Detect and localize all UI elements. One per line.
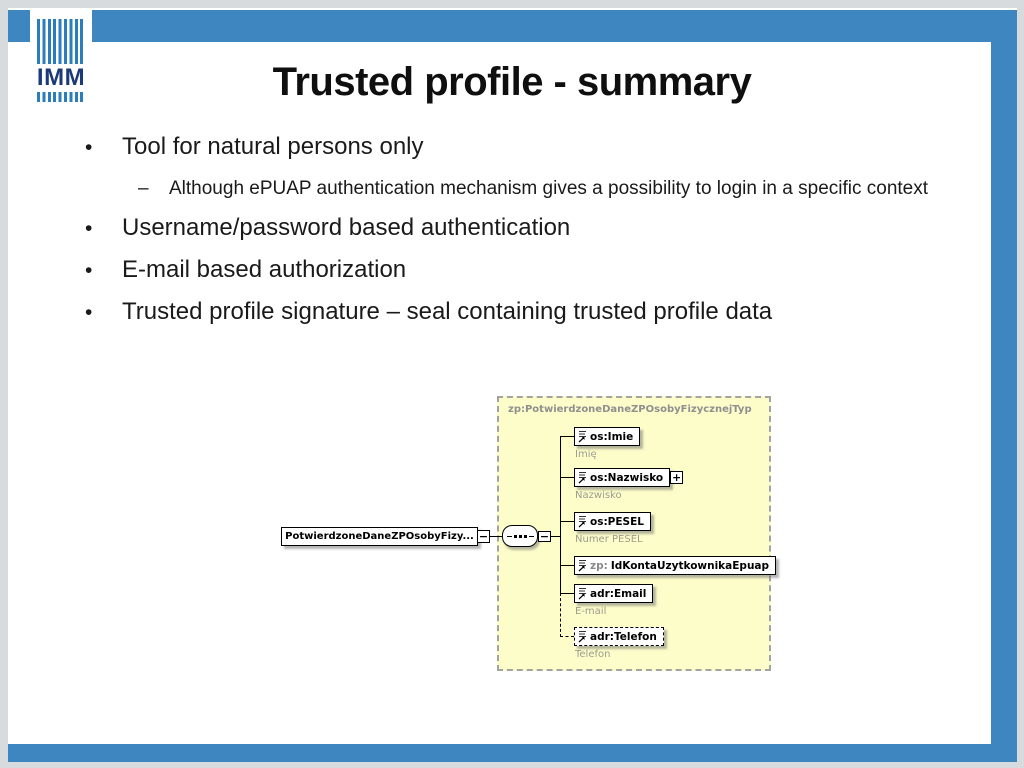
element-label: os:PESEL: [590, 515, 644, 528]
element-box-pesel: os:PESEL: [574, 512, 651, 531]
connector-line: [551, 536, 560, 537]
connector-stub-dashed: [560, 636, 574, 637]
connector-trunk: [560, 436, 561, 593]
sub-bullet-text: Although ePUAP authentication mechanism …: [169, 178, 929, 199]
sequence-dot: [513, 534, 517, 538]
sequence-indicator-icon: [502, 525, 538, 547]
element-label: adr:Email: [590, 587, 647, 600]
bullet-marker-icon: •: [85, 259, 93, 282]
expand-handle-icon: +: [670, 471, 684, 484]
sequence-line: [506, 535, 512, 537]
element-label: os:Nazwisko: [590, 471, 664, 484]
connector-stub: [560, 477, 574, 478]
page-title: Trusted profile - summary: [272, 60, 752, 104]
bottom-border-bar: [8, 744, 1017, 762]
element-annotation: Telefon: [575, 649, 611, 660]
bullet-text: E-mail based authorization: [122, 256, 407, 283]
element-box-email: adr:Email: [574, 584, 654, 603]
element-icon: [578, 431, 586, 443]
bullet-item: • Tool for natural persons only: [85, 133, 980, 162]
right-border-bar: [991, 10, 1017, 762]
logo-stripes-top-icon: [37, 19, 85, 64]
sequence-dot: [523, 534, 527, 538]
dash-marker-icon: –: [138, 178, 149, 199]
element-label: os:Imie: [590, 430, 634, 443]
connector-stub: [560, 593, 574, 594]
bullet-item: • Username/password based authentication: [85, 214, 980, 243]
type-container-label: zp:PotwierdzoneDaneZPOsobyFizycznejTyp: [508, 404, 752, 415]
sub-bullet-item: – Although ePUAP authentication mechanis…: [138, 175, 980, 202]
connector-stub: [560, 436, 574, 437]
bullet-list: • Tool for natural persons only – Althou…: [85, 133, 980, 340]
bullet-item: • Trusted profile signature – seal conta…: [85, 298, 980, 327]
top-border-bar: [8, 10, 1017, 42]
element-icon: [578, 560, 586, 572]
element-box-imie: os:Imie: [574, 427, 641, 446]
connector-stub: [560, 565, 574, 566]
connector-stub: [560, 521, 574, 522]
element-box-nazwisko: os:Nazwisko +: [574, 468, 684, 487]
sequence-dot: [518, 534, 522, 538]
element-icon: [578, 472, 586, 484]
root-element-label: PotwierdzoneDaneZPOsobyFizy...: [285, 531, 474, 542]
root-element-box: PotwierdzoneDaneZPOsobyFizy...: [281, 527, 478, 546]
sequence-line: [528, 535, 534, 537]
logo-text: IMM: [36, 64, 86, 91]
collapse-handle-icon: −: [538, 530, 551, 543]
bullet-text: Trusted profile signature – seal contain…: [122, 298, 773, 325]
element-namespace-prefix: zp:: [590, 559, 608, 572]
element-icon: [578, 516, 586, 528]
element-box-idkonta: zp:IdKontaUzytkownikaEpuap: [574, 556, 777, 575]
bullet-text: Username/password based authentication: [122, 214, 571, 241]
logo-stripes-bottom-icon: [37, 92, 85, 102]
element-annotation: Numer PESEL: [575, 534, 643, 545]
element-annotation: Imię: [575, 449, 597, 460]
bullet-marker-icon: •: [85, 136, 93, 159]
bullet-marker-icon: •: [85, 217, 93, 240]
connector-trunk-dashed: [560, 593, 561, 637]
element-icon: [578, 588, 586, 600]
bullet-item: • E-mail based authorization: [85, 256, 980, 285]
element-box-telefon: adr:Telefon: [574, 627, 664, 646]
element-label: IdKontaUzytkownikaEpuap: [610, 559, 770, 572]
element-label: adr:Telefon: [590, 630, 657, 643]
element-annotation: Nazwisko: [575, 490, 622, 501]
element-icon: [578, 631, 586, 643]
bullet-text: Tool for natural persons only: [122, 133, 424, 160]
bullet-marker-icon: •: [85, 301, 93, 324]
imm-logo: IMM: [30, 10, 92, 104]
connector-line: [490, 536, 502, 537]
collapse-handle-icon: −: [477, 530, 490, 543]
element-annotation: E-mail: [575, 606, 607, 617]
